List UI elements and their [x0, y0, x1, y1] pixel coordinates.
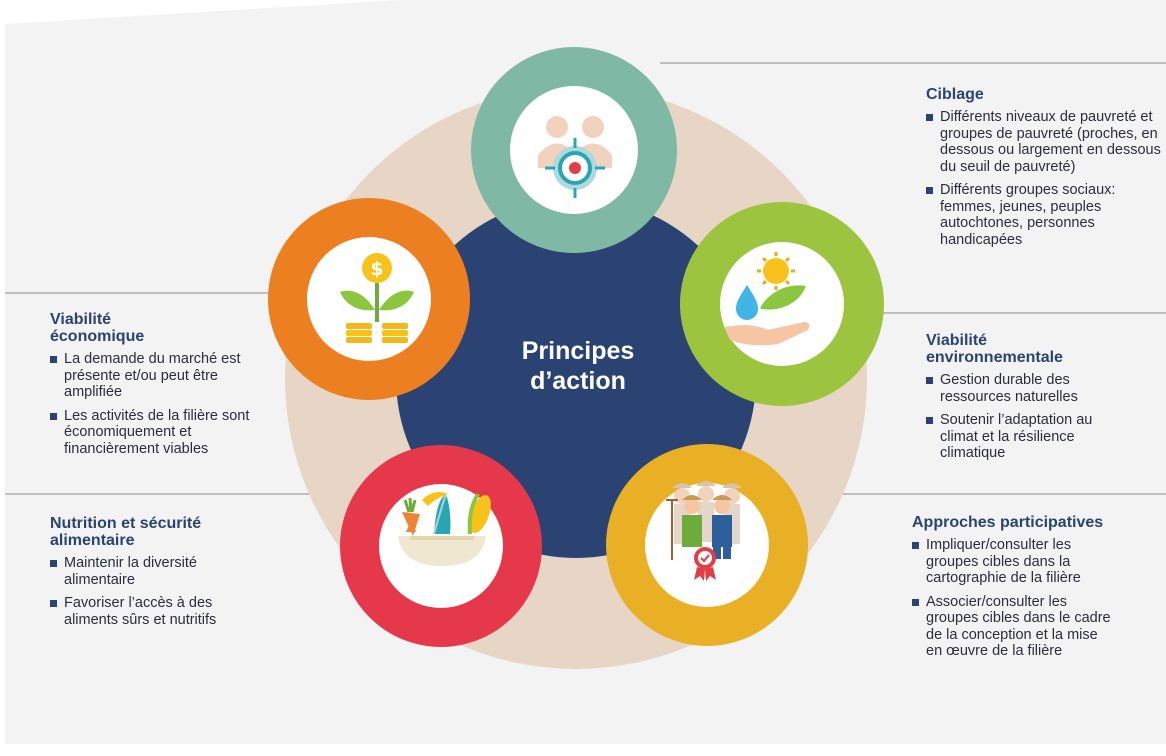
- bullet-square-icon: [912, 598, 919, 606]
- food-basket-icon: [398, 492, 491, 566]
- principle-viabilite-economique: $: [268, 198, 470, 400]
- block-viabilite-environnementale: Viabilité environnementale Gestion durab…: [926, 332, 1126, 469]
- block-title: Ciblage: [926, 86, 984, 103]
- bullet-item: Associer/consulter les groupes cibles da…: [912, 594, 1112, 660]
- block-approches-participatives: Approches participatives Impliquer/consu…: [912, 514, 1112, 667]
- bullet-text: Associer/consulter les groupes cibles da…: [926, 593, 1111, 660]
- bullet-text: Impliquer/consulter les groupes cibles d…: [926, 537, 1081, 586]
- center-title: Principes d’action: [478, 336, 678, 396]
- bullet-text: Soutenir l’adaptation au climat et la ré…: [940, 412, 1093, 461]
- bullet-item: Différents groupes sociaux: femmes, jeun…: [926, 182, 1166, 248]
- bullet-text: Les activités de la filière sont économi…: [64, 407, 250, 457]
- block-title: Viabilité économique: [50, 311, 145, 345]
- bullet-text: La demande du marché est présente et/ou …: [64, 351, 241, 400]
- bullet-item: Les activités de la filière sont économi…: [50, 408, 278, 458]
- hand-water-sun-icon: [724, 252, 810, 346]
- bullet-text: Gestion durable des ressources naturelle…: [940, 372, 1078, 405]
- svg-text:$: $: [370, 258, 383, 280]
- bullet-square-icon: [926, 417, 933, 424]
- bullet-item: Impliquer/consulter les groupes cibles d…: [912, 537, 1112, 587]
- bullet-text: Favoriser l’accès à des aliments sûrs et…: [64, 595, 217, 628]
- block-title: Nutrition et sécurité alimentaire: [50, 515, 202, 549]
- bullet-item: Maintenir la diversité alimentaire: [50, 555, 270, 588]
- block-title: Approches participatives: [912, 514, 1104, 531]
- block-ciblage: Ciblage Différents niveaux de pauvreté e…: [926, 86, 1166, 255]
- bullet-text: Différents niveaux de pauvreté et groupe…: [940, 109, 1161, 175]
- bullet-square-icon: [912, 542, 919, 549]
- bullet-item: Gestion durable des ressources naturelle…: [926, 372, 1126, 405]
- bullet-square-icon: [50, 560, 57, 567]
- principle-viabilite-environnementale: [680, 202, 884, 406]
- money-plant-icon: $: [340, 253, 414, 343]
- center-title-line1: Principes: [521, 337, 635, 365]
- bullet-item: Favoriser l’accès à des aliments sûrs et…: [50, 595, 270, 628]
- bullet-square-icon: [926, 377, 933, 384]
- block-nutrition: Nutrition et sécurité alimentaire Mainte…: [50, 515, 270, 635]
- bullet-square-icon: [926, 187, 933, 194]
- bullet-text: Différents groupes sociaux: femmes, jeun…: [940, 182, 1116, 248]
- principle-ciblage: [471, 47, 677, 253]
- bullet-square-icon: [926, 114, 933, 121]
- bullet-item: Différents niveaux de pauvreté et groupe…: [926, 109, 1166, 175]
- bullet-square-icon: [50, 412, 57, 420]
- bullet-item: Soutenir l’adaptation au climat et la ré…: [926, 412, 1126, 462]
- bullet-text: Maintenir la diversité alimentaire: [64, 555, 197, 588]
- bullet-square-icon: [50, 356, 57, 363]
- block-title: Viabilité environnementale: [926, 332, 1063, 366]
- principle-nutrition: [340, 445, 542, 647]
- target-people-icon: [538, 116, 612, 198]
- bullet-square-icon: [50, 600, 57, 607]
- block-viabilite-economique: Viabilité économique La demande du march…: [50, 311, 278, 464]
- bullet-item: La demande du marché est présente et/ou …: [50, 351, 278, 401]
- principle-approches-participatives: [606, 444, 808, 646]
- center-title-line2: d’action: [530, 367, 626, 395]
- farmers-group-icon: [666, 481, 742, 581]
